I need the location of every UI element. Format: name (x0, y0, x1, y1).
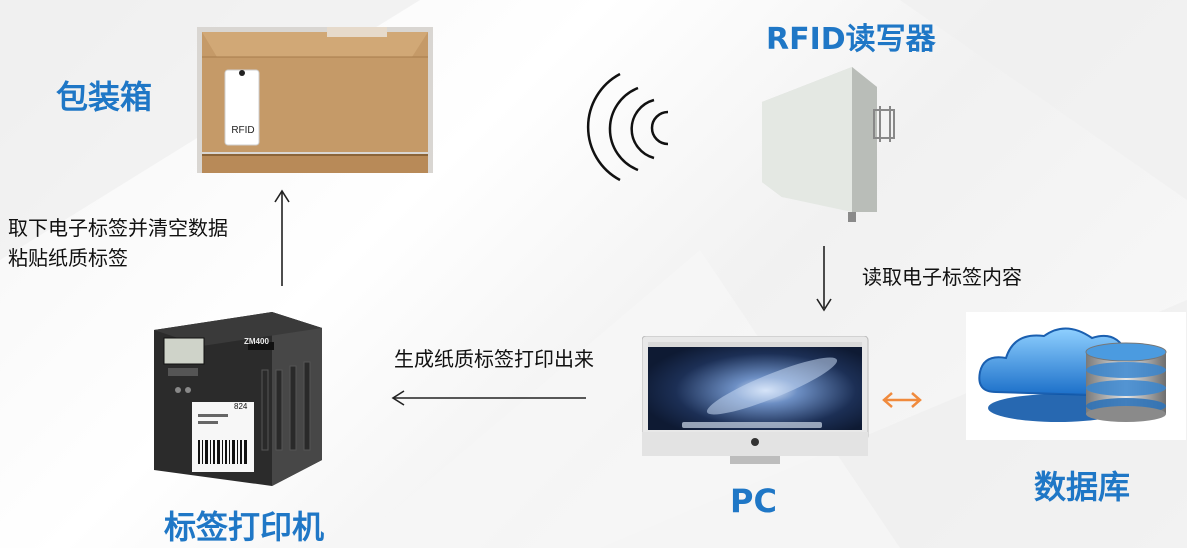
rfid-reader-icon (762, 67, 895, 222)
reader-title: RFID读写器 (766, 22, 936, 57)
printer-to-box-label-line2: 粘贴纸质标签 (8, 246, 128, 270)
box-image: RFID (197, 27, 433, 173)
pc-to-printer-label: 生成纸质标签打印出来 (394, 347, 594, 371)
cloud-database-icon (978, 327, 1167, 422)
pc-icon (642, 336, 869, 464)
printer-title: 标签打印机 (164, 508, 325, 546)
arrow-printer-to-box (274, 189, 290, 286)
printer-model-label: ZM400 (244, 337, 269, 346)
pc-title: PC (730, 482, 777, 520)
reader-to-pc-label: 读取电子标签内容 (862, 265, 1022, 289)
pc-database-exchange-arrow (882, 392, 922, 408)
rfid-tag-label: RFID (231, 125, 255, 136)
printer-to-box-label-line1: 取下电子标签并清空数据 (8, 216, 228, 240)
database-title: 数据库 (1034, 468, 1131, 506)
signal-waves-icon (586, 72, 669, 182)
arrow-reader-to-pc (816, 246, 832, 312)
label-printer-icon (154, 312, 322, 486)
arrow-pc-to-printer (391, 390, 586, 406)
box-title: 包装箱 (56, 78, 153, 116)
printer-ticket-number: 824 (234, 402, 248, 411)
database-image (966, 312, 1186, 440)
